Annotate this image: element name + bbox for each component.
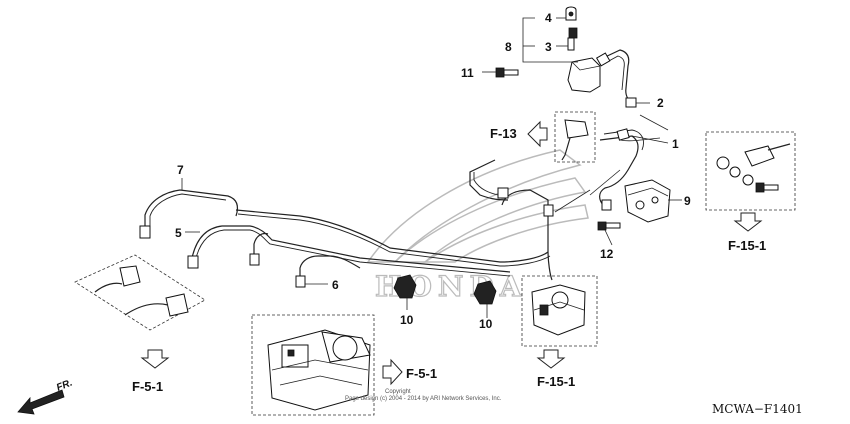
three-way-joint — [565, 6, 601, 93]
front-label: FR. — [55, 378, 74, 394]
clamps — [393, 274, 497, 305]
abs-modulator-detail — [251, 314, 375, 416]
master-cylinder-detail — [521, 275, 598, 347]
pipe-fittings — [139, 52, 637, 288]
callout-12: 12 — [600, 247, 614, 261]
callout-8: 8 — [505, 40, 512, 54]
callout-2: 2 — [657, 96, 664, 110]
callout-9: 9 — [684, 194, 691, 208]
callout-7: 7 — [177, 163, 184, 177]
callout-6: 6 — [332, 278, 339, 292]
copyright-line-2: Page design (c) 2004 - 2014 by ARI Netwo… — [345, 396, 502, 402]
reference-f151-bottom: F-15-1 — [537, 374, 575, 389]
callout-10-right: 10 — [479, 317, 493, 331]
reference-f51-center: F-5-1 — [406, 366, 437, 381]
callout-5: 5 — [175, 226, 182, 240]
leader-lines — [181, 17, 682, 318]
copyright-line-1: Copyright — [385, 389, 411, 395]
callout-1: 1 — [672, 137, 679, 151]
callout-11: 11 — [461, 66, 474, 80]
reference-f13: F-13 — [490, 126, 517, 141]
bolt-11 — [495, 67, 519, 78]
f13-detail — [554, 111, 596, 163]
left-caliper-detail — [74, 254, 206, 331]
diagram-code: MCWA−F1401 — [712, 402, 803, 416]
brake-pipes — [144, 49, 644, 281]
front-arrow-icon — [17, 389, 65, 415]
f151-right-detail — [705, 131, 796, 211]
callout-3: 3 — [545, 40, 552, 54]
reference-f51-left: F-5-1 — [132, 379, 163, 394]
callout-4: 4 — [545, 11, 552, 25]
reference-f151-right: F-15-1 — [728, 238, 766, 253]
reference-arrow-icon — [140, 120, 763, 386]
callout-10-left: 10 — [400, 313, 414, 327]
proportioning-valve — [597, 179, 671, 231]
